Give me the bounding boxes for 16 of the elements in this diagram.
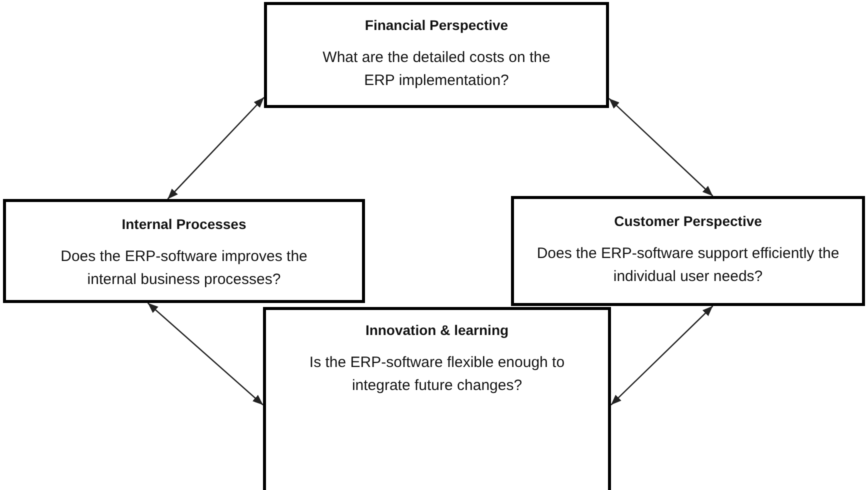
perspective-box — [263, 307, 611, 490]
perspective-box — [3, 199, 365, 303]
perspective-box — [264, 2, 609, 108]
box-heading: Customer Perspective — [614, 213, 762, 229]
box-question: Does the ERP-software support efficiently the individual user needs? — [536, 244, 840, 287]
box-question: Is the ERP-software flexible enough to integrate future changes? — [308, 353, 566, 396]
box-question: What are the detailed costs on the ERP implementation? — [322, 48, 552, 91]
box-question: Does the ERP-software improves the internal business processes? — [60, 247, 308, 290]
double-arrow — [610, 306, 714, 406]
box-heading: Internal Processes — [122, 216, 246, 232]
double-arrow — [167, 96, 264, 200]
perspective-box — [511, 196, 865, 306]
double-arrow — [147, 302, 264, 406]
double-arrow — [608, 98, 714, 196]
box-heading: Financial Perspective — [364, 17, 508, 33]
box-heading: Innovation & learning — [365, 322, 509, 338]
